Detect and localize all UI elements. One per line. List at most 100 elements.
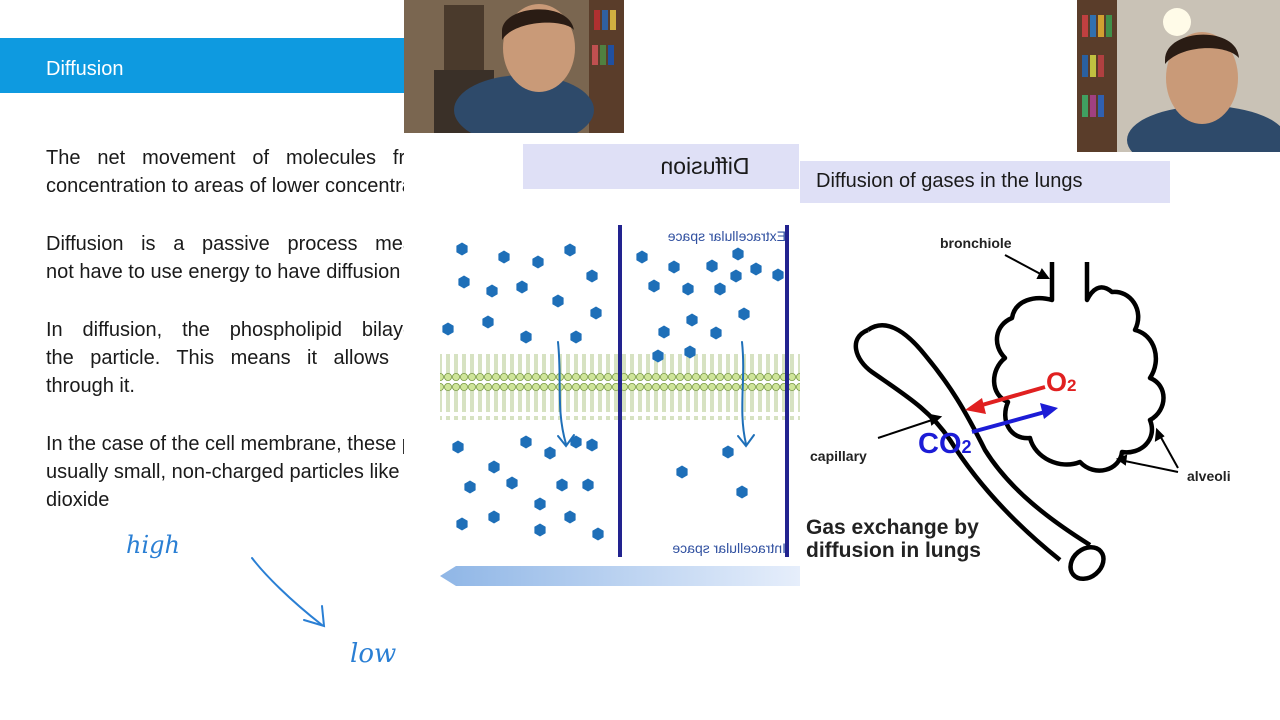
particle bbox=[592, 527, 604, 541]
alveoli-label: alveoli bbox=[1187, 468, 1231, 484]
particle bbox=[488, 510, 500, 524]
pen-arrow-stroke bbox=[251, 557, 323, 626]
handwritten-low: low bbox=[350, 639, 396, 669]
particle bbox=[506, 476, 518, 490]
capillary-opening bbox=[1068, 544, 1106, 582]
particle bbox=[570, 435, 582, 449]
particle bbox=[516, 280, 528, 294]
particle bbox=[648, 279, 660, 293]
particle bbox=[590, 306, 602, 320]
membrane-diffusion-diagram: Extracellular space Intracellular space bbox=[440, 225, 800, 586]
particle bbox=[488, 460, 500, 474]
particle bbox=[750, 262, 762, 276]
handwritten-annotation: high low bbox=[126, 531, 396, 669]
particle bbox=[658, 325, 670, 339]
text-line: Diffusion is a passive process meaning t… bbox=[46, 233, 404, 255]
o2-label: O2 bbox=[1046, 367, 1076, 398]
text-line: concentration to areas of lower concentr… bbox=[46, 175, 404, 197]
text-line: dioxide bbox=[46, 489, 110, 511]
o2-subscript: 2 bbox=[1067, 376, 1077, 395]
particle bbox=[682, 282, 694, 296]
handwritten-high: high bbox=[126, 531, 180, 559]
gradient-arrow bbox=[440, 566, 800, 586]
particle bbox=[738, 307, 750, 321]
particle bbox=[714, 282, 726, 296]
paragraph-passive: Diffusion is a passive process meaning t… bbox=[46, 230, 404, 286]
capillary-label: capillary bbox=[810, 448, 867, 464]
alveoli-cluster bbox=[991, 262, 1166, 473]
text-line: not have to use energy to have diffusion… bbox=[46, 261, 404, 283]
particle bbox=[552, 294, 564, 308]
particle bbox=[668, 260, 680, 274]
bronchiole-label: bronchiole bbox=[940, 235, 1012, 251]
presenter-webcam-left bbox=[404, 0, 624, 133]
particle bbox=[520, 435, 532, 449]
intracellular-space-label: Intracellular space bbox=[672, 540, 786, 556]
text-line: In diffusion, the phospholipid bilayer i… bbox=[46, 319, 404, 341]
co2-subscript: 2 bbox=[961, 437, 972, 457]
diffusion-arrow-left bbox=[557, 341, 567, 445]
particle bbox=[586, 438, 598, 452]
capillary-inner-edge bbox=[866, 323, 1092, 547]
particle bbox=[736, 485, 748, 499]
particle bbox=[710, 326, 722, 340]
co2-arrow bbox=[971, 410, 1046, 434]
diffusion-arrow-left-head bbox=[557, 434, 575, 448]
particle bbox=[534, 523, 546, 537]
particles-group bbox=[442, 242, 784, 541]
particle bbox=[456, 517, 468, 531]
diffusion-image-title: Diffusion bbox=[660, 153, 750, 179]
particle bbox=[706, 259, 718, 273]
text-line: In the case of the cell membrane, these … bbox=[46, 433, 404, 455]
particle bbox=[636, 250, 648, 264]
webcam-video-icon bbox=[404, 0, 624, 133]
lung-image-banner bbox=[800, 161, 1170, 203]
particle bbox=[686, 313, 698, 327]
particle bbox=[452, 440, 464, 454]
slide-title-bar bbox=[0, 38, 404, 93]
co2-text: CO bbox=[918, 428, 962, 460]
paragraph-definition: The net movement of molecules from areas… bbox=[46, 144, 404, 200]
slide-title: Diffusion bbox=[46, 58, 124, 80]
pen-arrow-head bbox=[303, 605, 326, 628]
lung-caption: Gas exchange by diffusion in lungs bbox=[806, 516, 981, 562]
particle bbox=[564, 510, 576, 524]
text-line: through it. bbox=[46, 375, 135, 397]
co2-label: CO2 bbox=[918, 428, 972, 461]
particle bbox=[684, 345, 696, 359]
particle bbox=[520, 330, 532, 344]
particle bbox=[772, 268, 784, 282]
particle bbox=[534, 497, 546, 511]
particle bbox=[570, 330, 582, 344]
lung-image-title: Diffusion of gases in the lungs bbox=[816, 170, 1083, 192]
presenter-webcam-right bbox=[1077, 0, 1280, 152]
particle bbox=[732, 247, 744, 261]
particle bbox=[556, 478, 568, 492]
diffusion-arrow-right-head bbox=[737, 434, 755, 448]
particle bbox=[464, 480, 476, 494]
alveoli-pointer-2 bbox=[1119, 459, 1179, 473]
text-line: the particle. This means it allows the p… bbox=[46, 347, 404, 369]
diffusion-arrow-right bbox=[741, 341, 747, 445]
particle bbox=[486, 284, 498, 298]
diffusion-image-banner bbox=[523, 144, 799, 189]
particle bbox=[564, 243, 576, 257]
particle bbox=[532, 255, 544, 269]
particle bbox=[544, 446, 556, 460]
text-line: The net movement of molecules from areas… bbox=[46, 147, 404, 169]
extracellular-space-label: Extracellular space bbox=[668, 228, 786, 244]
capillary-pointer bbox=[877, 417, 939, 439]
lung-caption-line1: Gas exchange by bbox=[806, 516, 979, 539]
slide-body-text: The net movement of molecules from areas… bbox=[0, 140, 404, 660]
particle bbox=[482, 315, 494, 329]
particle bbox=[730, 269, 742, 283]
particle bbox=[722, 445, 734, 459]
particle bbox=[586, 269, 598, 283]
particle bbox=[652, 349, 664, 363]
particle bbox=[498, 250, 510, 264]
o2-arrow bbox=[974, 385, 1046, 409]
particle bbox=[582, 478, 594, 492]
o2-text: O bbox=[1046, 367, 1068, 397]
particle bbox=[442, 322, 454, 336]
particle bbox=[456, 242, 468, 256]
